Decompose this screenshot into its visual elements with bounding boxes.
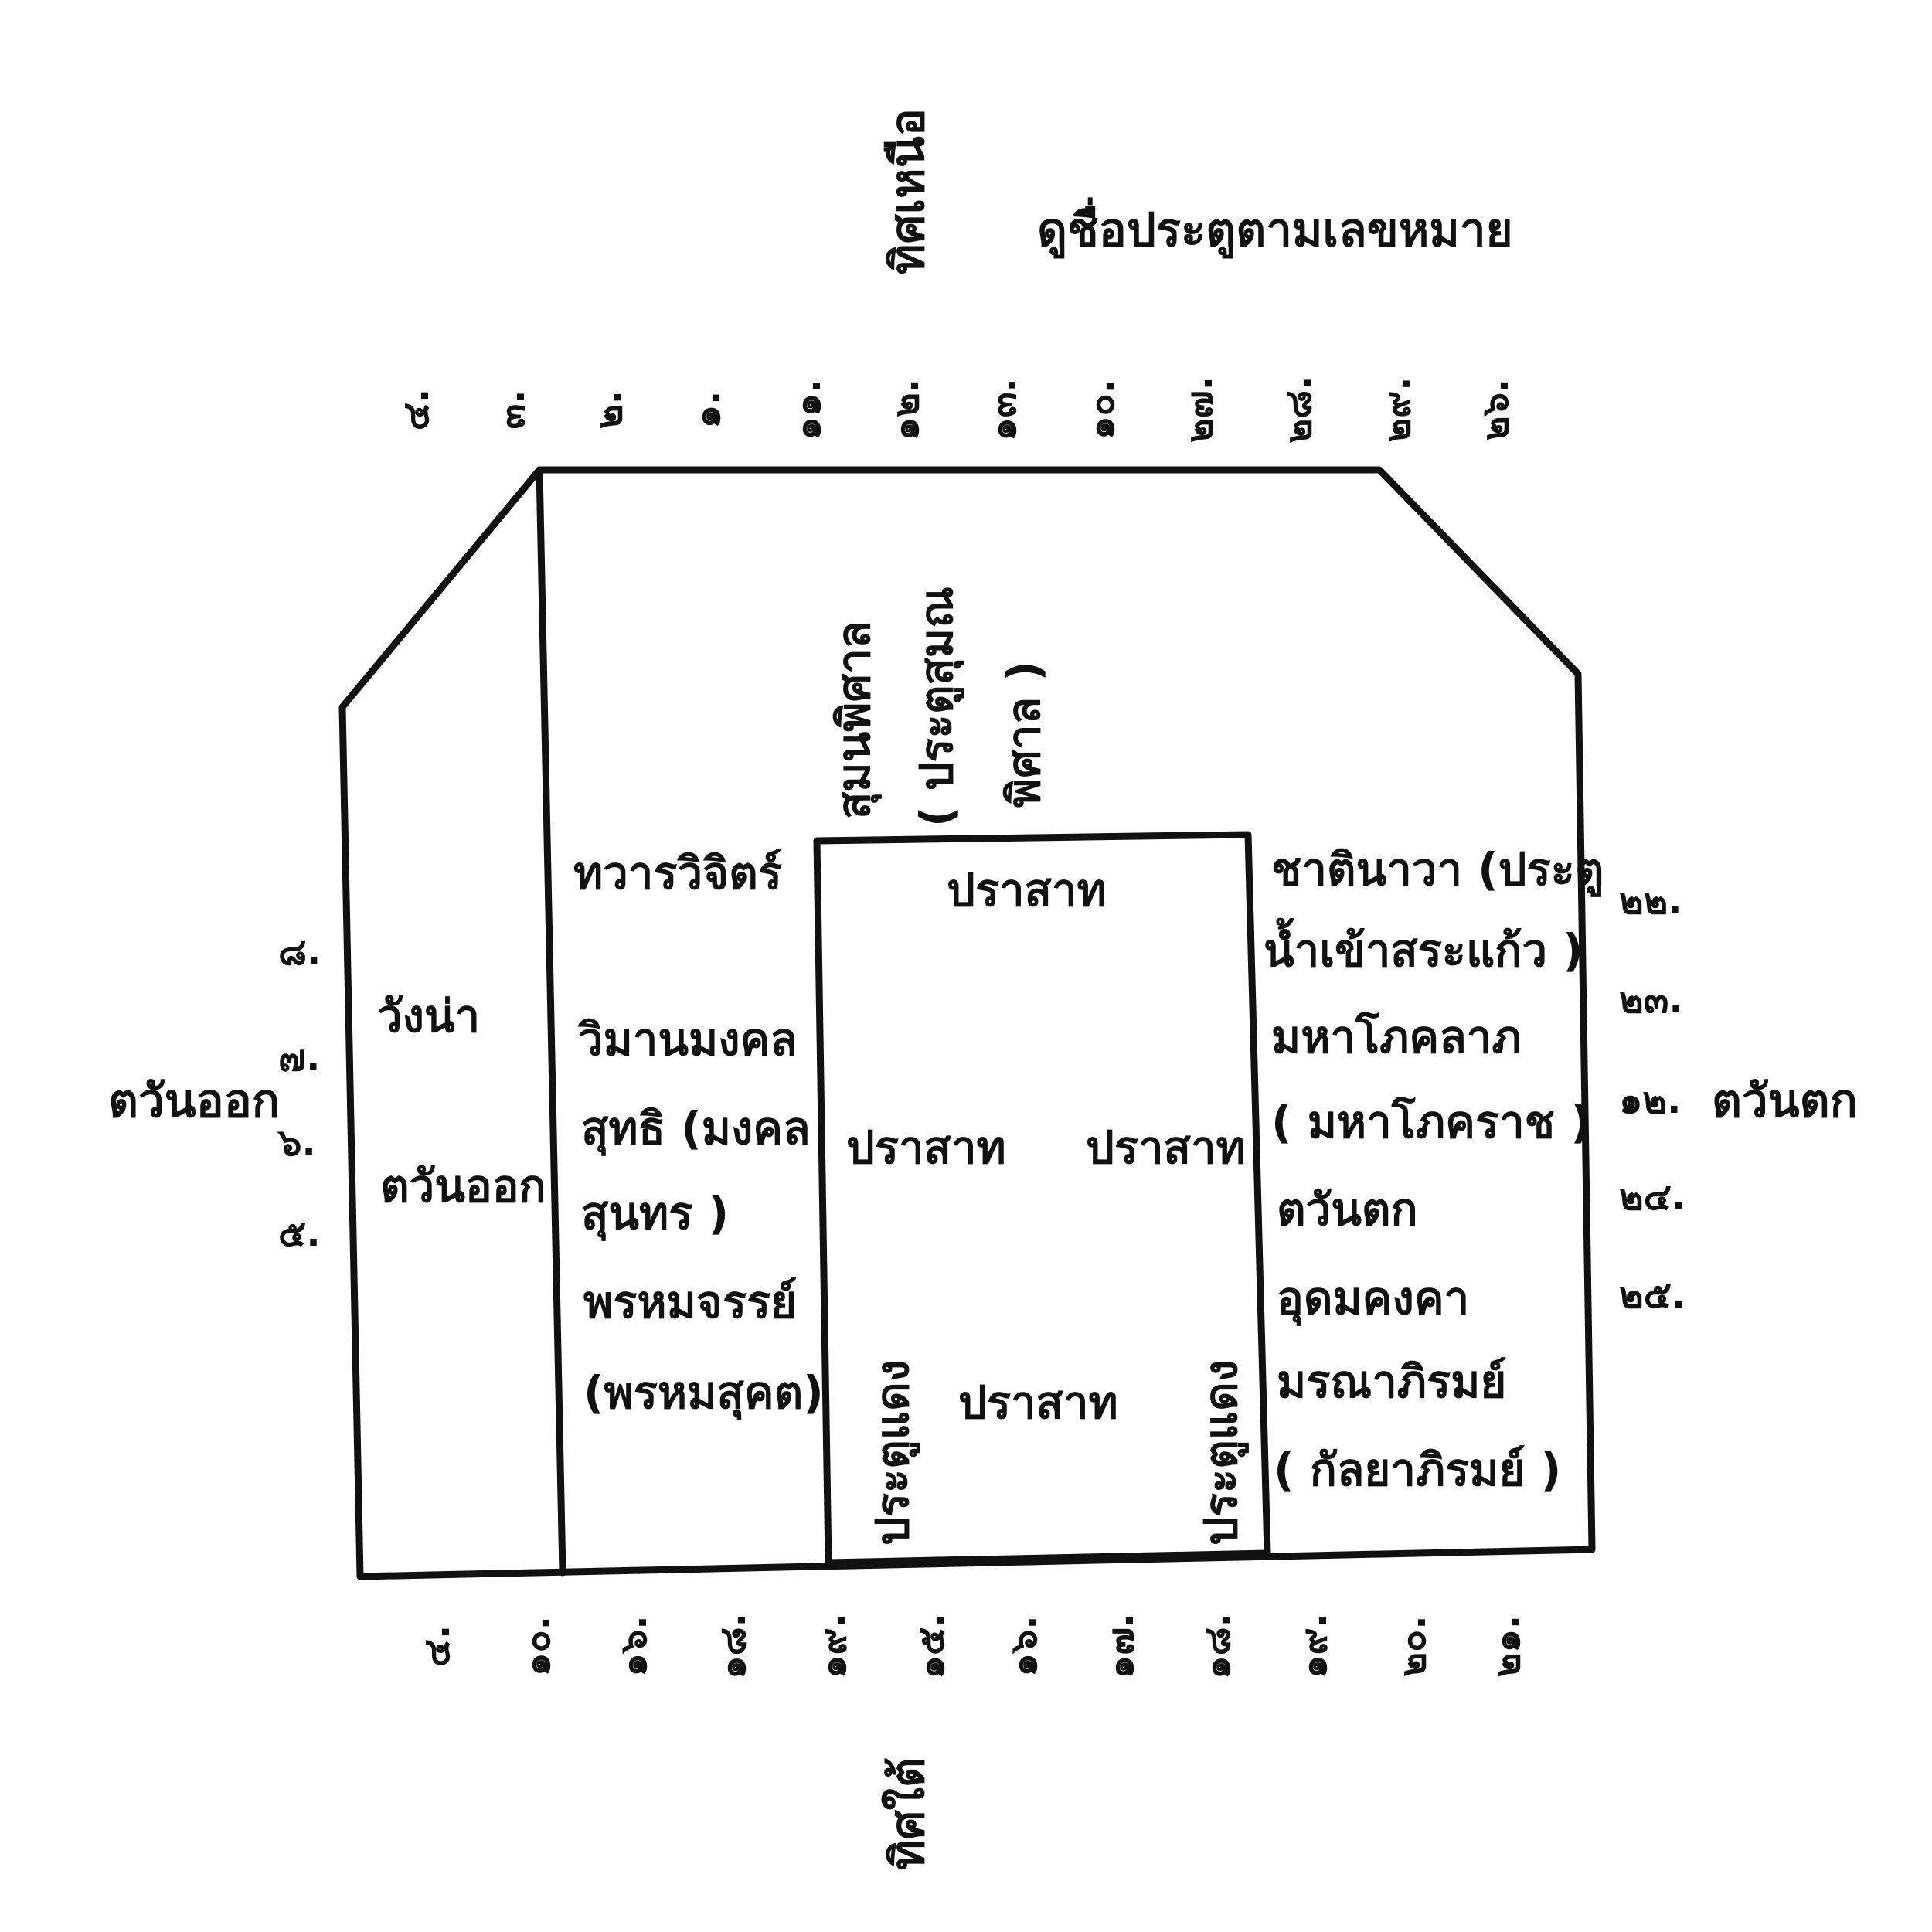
diagram-title: ดูชื่อประตูตามเลขหมาย [1037, 197, 1513, 259]
right-number-2: ๒๓. [1619, 978, 1683, 1022]
inner-wall-left [536, 466, 566, 1577]
top-number-row: ๔. ๓. ๒. ๑. ๑๑. ๑๒. ๑๓. ๑๐. ๒๗. ๒๘. ๒๙. ๒๖. [394, 376, 1517, 444]
bottom-number-8: ๑๗. [1099, 1614, 1142, 1679]
top-number-1: ๔. [394, 389, 437, 431]
label-tawan-tok-inner: ตวันตก [1277, 1183, 1418, 1236]
left-number-3: ๖. [277, 1121, 316, 1165]
label-sunthon: สุนทร ) [581, 1187, 729, 1242]
right-number-1: ๒๒. [1619, 879, 1682, 923]
label-pratu-daeng-left: ประตูแดง [866, 1360, 920, 1546]
right-number-5: ๒๕. [1619, 1274, 1685, 1317]
inner-court [813, 831, 1271, 1566]
west-label: ตวันตก [1712, 1074, 1858, 1128]
label-pratu-daeng-right: ประตูแดง [1195, 1360, 1249, 1546]
label-prasat-right: ปราสาท [1086, 1121, 1246, 1174]
left-number-4: ๕. [278, 1212, 321, 1255]
bottom-number-1: ๔. [415, 1625, 458, 1668]
bottom-number-4: ๑๘. [711, 1613, 754, 1679]
bottom-number-11: ๒๐. [1391, 1615, 1434, 1676]
bottom-number-row: ๔. ๑๐. ๑๖. ๑๘. ๑๙. ๑๕. ๑๖. ๑๗. ๑๘. ๑๙. ๒๐. ๒๑. [415, 1613, 1529, 1679]
top-number-6: ๑๒. [884, 379, 927, 440]
bottom-number-9: ๑๘. [1196, 1613, 1239, 1679]
right-number-3: ๑๒. [1619, 1079, 1681, 1122]
top-number-11: ๒๙. [1376, 376, 1419, 442]
top-number-2: ๓. [490, 389, 533, 429]
label-wang-na: วังน่า [377, 990, 480, 1043]
bottom-number-10: ๑๙. [1292, 1614, 1335, 1679]
right-number-column: ๒๒. ๒๓. ๑๒. ๒๔. ๒๕. [1619, 879, 1685, 1317]
left-number-column: ๘. ๗. ๖. ๕. [277, 930, 321, 1255]
label-moranaphirom: มรณาภิรมย์ [1277, 1355, 1506, 1408]
top-number-7: ๑๓. [981, 378, 1025, 441]
label-phrom-majan: พรหมจรรย์ [583, 1276, 797, 1328]
south-label: ทิศใต้ [881, 1757, 935, 1870]
bottom-number-7: ๑๖. [1002, 1615, 1046, 1676]
top-number-12: ๒๖. [1474, 379, 1517, 440]
label-north-gate-1: สุมนพิศาล [828, 621, 883, 819]
label-chati-nawa-1: ชาตินาวา (ประตู [1271, 843, 1604, 897]
label-sutthi: สุทธิ (มงคล [581, 1102, 811, 1157]
label-prasat-left: ปราสาท [846, 1121, 1006, 1174]
bottom-number-12: ๒๑. [1485, 1615, 1529, 1677]
left-number-1: ๘. [278, 930, 321, 974]
bottom-number-6: ๑๕. [910, 1613, 953, 1679]
label-wiman-mongkhon: วิมานมงคล [577, 1013, 798, 1066]
bottom-number-2: ๑๐. [515, 1616, 559, 1676]
label-prasat-bottom: ปราสาท [958, 1376, 1118, 1429]
label-phrom-sukhot: (พรหมสุคต) [583, 1366, 824, 1421]
top-number-9: ๒๗. [1178, 376, 1221, 443]
top-number-3: ๒. [587, 390, 631, 429]
label-maha-phok-2: ( มหาโภคราช ) [1271, 1095, 1591, 1148]
label-north-gate-3: พิศาล ) [998, 661, 1050, 808]
top-number-4: ๑. [685, 391, 729, 429]
label-thawan-wichit: ทวารวิจิตร์ [573, 847, 782, 900]
north-label: ทิศเหนือ [881, 108, 935, 274]
left-number-2: ๗. [278, 1036, 320, 1080]
label-prasat-top: ปราสาท [947, 864, 1107, 917]
label-north-gate-2: ( ประตูสุมณ [910, 587, 965, 827]
label-kanlaya-phirom: ( กัลยาภิรมย์ ) [1274, 1444, 1561, 1496]
top-number-10: ๒๘. [1277, 376, 1320, 444]
east-label: ตวันออก [108, 1074, 280, 1128]
label-tawan-ok-inner: ตวันออก [380, 1160, 546, 1213]
label-maha-phok-1: มหาโภคลาภ [1271, 1010, 1522, 1063]
bottom-number-5: ๑๙. [811, 1614, 855, 1679]
label-udom-khongkha: อุดมคงคา [1277, 1272, 1469, 1327]
top-number-5: ๑๑. [786, 379, 829, 440]
right-number-4: ๒๔. [1619, 1175, 1685, 1219]
bottom-number-3: ๑๖. [612, 1615, 655, 1676]
top-number-8: ๑๐. [1080, 379, 1123, 440]
label-chati-nawa-2: น้ำเข้าสระแก้ว ) [1264, 918, 1583, 977]
